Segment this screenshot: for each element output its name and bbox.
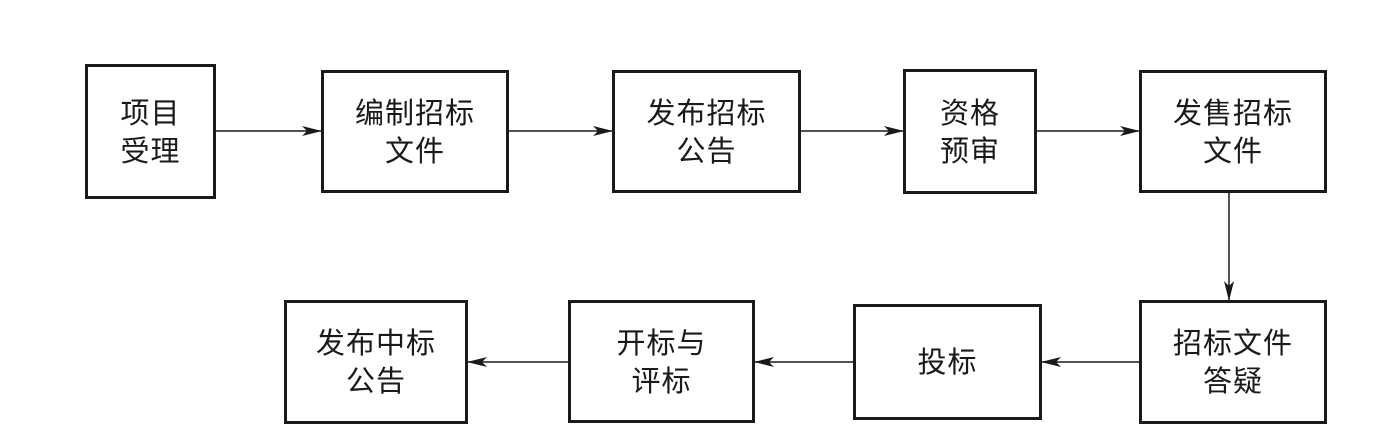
node-label-line2: 文件 xyxy=(1202,133,1263,168)
node-label-line1: 资格 xyxy=(939,95,1000,130)
node-label-line2: 答疑 xyxy=(1202,364,1263,398)
node-project-acceptance: 项目 受理 xyxy=(85,64,216,199)
node-sell-tender-documents: 发售招标 文件 xyxy=(1139,70,1327,193)
node-publish-tender-notice: 发布招标 公告 xyxy=(612,70,801,193)
node-label-line1: 项目 xyxy=(120,95,181,130)
node-label-line1: 发售招标 xyxy=(1172,95,1293,130)
node-label-line1: 发布中标 xyxy=(315,326,436,360)
node-label-line1: 开标与 xyxy=(616,325,707,360)
node-prequalification: 资格 预审 xyxy=(903,69,1037,194)
node-label-line2: 预审 xyxy=(939,133,1000,168)
node-label-line2: 公告 xyxy=(676,133,737,168)
node-tender-document-clarification: 招标文件 答疑 xyxy=(1139,300,1327,424)
node-prepare-tender-documents: 编制招标 文件 xyxy=(321,70,509,193)
node-label-line2: 评标 xyxy=(631,363,692,398)
node-label-line1: 编制招标 xyxy=(354,95,475,130)
node-bid-opening-evaluation: 开标与 评标 xyxy=(568,300,755,423)
node-publish-award-notice: 发布中标 公告 xyxy=(284,300,468,424)
node-label-line1: 招标文件 xyxy=(1172,326,1293,360)
node-label-line2: 公告 xyxy=(345,364,406,398)
node-label-line2: 文件 xyxy=(384,133,445,168)
node-bidding: 投标 xyxy=(853,304,1042,420)
node-label-line2: 受理 xyxy=(120,133,181,168)
node-label-line1: 发布招标 xyxy=(646,95,767,130)
node-label-line1: 投标 xyxy=(917,345,978,379)
